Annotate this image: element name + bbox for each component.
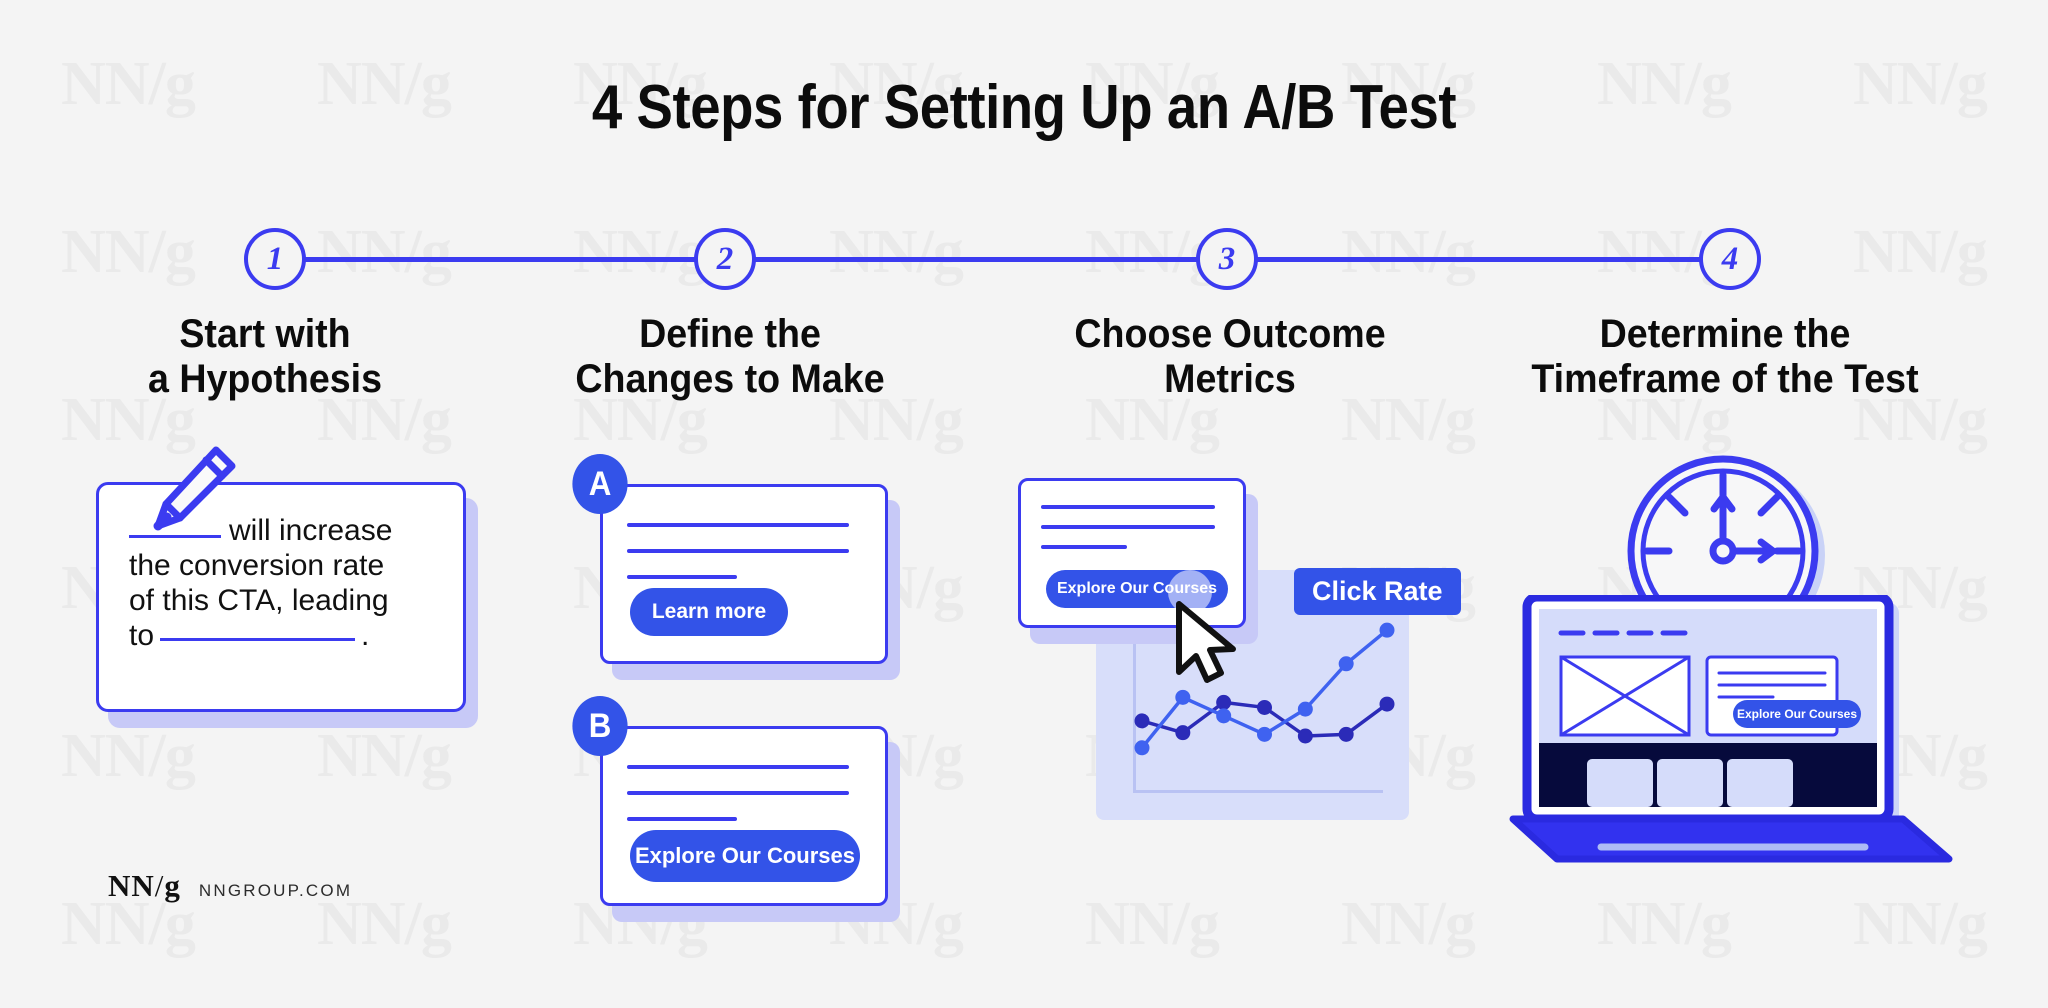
variant-a-line-1 bbox=[627, 523, 849, 527]
note-line-3: of this CTA, leading bbox=[129, 584, 389, 618]
metrics-card-line-3 bbox=[1041, 545, 1127, 549]
steps-timeline: 1 2 3 4 bbox=[0, 228, 2048, 290]
chart-point bbox=[1257, 726, 1272, 742]
chart-point bbox=[1379, 696, 1395, 712]
variant-a-line-2 bbox=[627, 549, 849, 553]
logo-nn: NN bbox=[108, 868, 155, 903]
chart-point bbox=[1216, 694, 1232, 710]
logo-slash: / bbox=[154, 868, 165, 903]
chart-point bbox=[1134, 713, 1150, 729]
variant-b-line-1 bbox=[627, 765, 849, 769]
timeline-node-1[interactable]: 1 bbox=[244, 228, 306, 290]
chart-y-axis bbox=[1133, 600, 1136, 792]
chart-point bbox=[1134, 740, 1150, 756]
hypothesis-note-text: will increase the conversion rate of thi… bbox=[129, 513, 437, 653]
variant-a-cta-button[interactable]: Learn more bbox=[630, 588, 788, 636]
metrics-line-chart bbox=[1134, 622, 1395, 756]
blank-field-2[interactable] bbox=[160, 638, 356, 642]
page-title: 4 Steps for Setting Up an A/B Test bbox=[591, 73, 1457, 142]
blank-field-1[interactable] bbox=[129, 535, 221, 538]
note-line-1: will increase bbox=[229, 514, 393, 547]
variant-a-cta-label: Learn more bbox=[651, 600, 767, 623]
variant-a-line-3 bbox=[627, 575, 737, 579]
laptop-icon bbox=[1509, 595, 1953, 863]
timeline-node-number: 4 bbox=[1721, 240, 1739, 277]
click-rate-label: Click Rate bbox=[1312, 576, 1443, 606]
note-line-2: the conversion rate bbox=[129, 549, 385, 583]
variant-b-cta-button[interactable]: Explore Our Courses bbox=[630, 830, 860, 882]
variant-b-badge: B bbox=[572, 696, 628, 756]
cursor-click-halo bbox=[1168, 570, 1212, 614]
variant-a-card bbox=[600, 484, 888, 664]
logo-g: g bbox=[164, 868, 181, 903]
timeline-node-4[interactable]: 4 bbox=[1699, 228, 1761, 290]
chart-point bbox=[1257, 699, 1272, 715]
chart-point bbox=[1175, 725, 1191, 741]
mouse-pointer-icon bbox=[1176, 601, 1236, 683]
timeline-node-number: 3 bbox=[1218, 240, 1236, 277]
timeline-node-2[interactable]: 2 bbox=[694, 228, 756, 290]
timeline-node-3[interactable]: 3 bbox=[1196, 228, 1258, 290]
logo-domain: NNGROUP.COM bbox=[198, 881, 353, 900]
chart-point bbox=[1338, 656, 1354, 672]
pencil-icon bbox=[153, 446, 236, 531]
note-line-end: . bbox=[361, 619, 370, 653]
variant-b-badge-label: B bbox=[588, 706, 612, 745]
chart-point bbox=[1175, 689, 1191, 705]
chart-point bbox=[1216, 708, 1232, 724]
chart-point bbox=[1297, 701, 1313, 717]
variant-b-line-2 bbox=[627, 791, 849, 795]
nng-logo: NN/g NNGROUP.COM bbox=[108, 868, 352, 904]
logo-mark: NN/g bbox=[108, 868, 181, 904]
variant-b-cta-label: Explore Our Courses bbox=[634, 843, 856, 868]
variant-a-badge-label: A bbox=[588, 464, 612, 503]
timeline-rail bbox=[292, 257, 1741, 262]
metrics-card-line-2 bbox=[1041, 525, 1215, 529]
variant-a-badge: A bbox=[572, 454, 628, 514]
chart-x-axis bbox=[1133, 790, 1383, 793]
laptop-screen-cta-button[interactable]: Explore Our Courses bbox=[1733, 700, 1861, 728]
chart-point bbox=[1297, 728, 1313, 744]
chart-point bbox=[1379, 622, 1395, 638]
timeline-node-number: 1 bbox=[266, 240, 284, 277]
chart-point bbox=[1338, 726, 1354, 742]
metrics-card-line-1 bbox=[1041, 505, 1215, 509]
variant-b-line-3 bbox=[627, 817, 737, 821]
note-line-4: to bbox=[129, 619, 155, 653]
laptop-screen-cta-label: Explore Our Courses bbox=[1736, 707, 1858, 721]
timeline-node-number: 2 bbox=[716, 240, 734, 277]
click-rate-badge: Click Rate bbox=[1294, 568, 1461, 615]
